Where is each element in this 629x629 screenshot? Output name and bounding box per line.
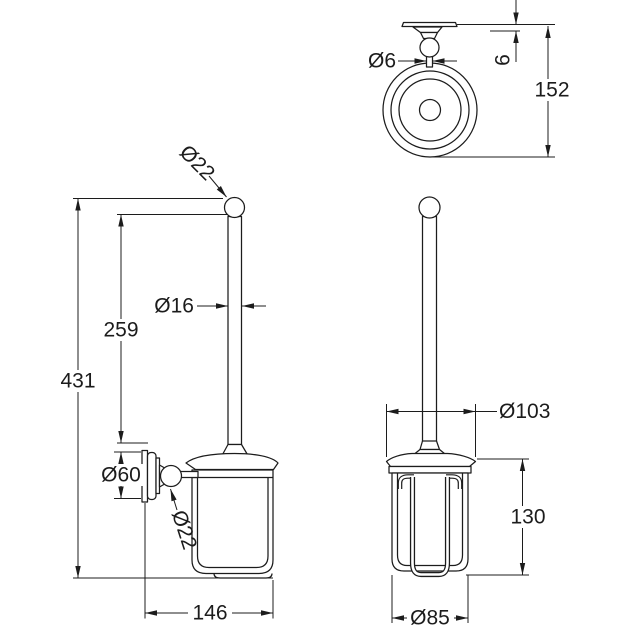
dim-wall-projection: 152 bbox=[534, 79, 569, 102]
side-view bbox=[141, 196, 279, 579]
cup-inner-wall-front bbox=[396, 473, 464, 567]
wire-cage-front bbox=[397, 474, 463, 578]
mount-arm-side bbox=[179, 470, 199, 479]
ball-joint-side bbox=[159, 464, 183, 488]
top-view bbox=[382, 21, 478, 158]
handle-knob-front bbox=[418, 196, 441, 219]
cup-front bbox=[391, 472, 469, 572]
ball-joint-top-view bbox=[419, 37, 440, 58]
lid-side bbox=[185, 452, 279, 471]
wall-plate-top-view bbox=[401, 21, 458, 28]
dimensions: 431 259 Ø16 Ø22 Ø60 Ø22 146 Ø1 bbox=[57, 0, 573, 629]
wall-plate-cover bbox=[146, 451, 157, 501]
dim-rod-diameter: Ø16 bbox=[154, 295, 194, 318]
collar-front bbox=[388, 465, 472, 474]
front-view bbox=[385, 196, 477, 578]
dim-cup-diameter: Ø85 bbox=[410, 607, 450, 629]
mount-step-lower bbox=[419, 31, 439, 40]
dim-lid-diameter: Ø103 bbox=[499, 400, 550, 423]
rod-side bbox=[227, 215, 243, 446]
brush-knob-top-view bbox=[418, 98, 442, 122]
rod-front bbox=[421, 215, 438, 443]
rod-flare-front bbox=[419, 440, 441, 451]
handle-knob-side bbox=[223, 196, 246, 219]
dim-overall-height: 431 bbox=[60, 370, 95, 393]
cup-inner-wall-side bbox=[196, 478, 269, 569]
dim-depth-146: 146 bbox=[192, 602, 227, 625]
dim-cup-height: 130 bbox=[510, 506, 545, 529]
dim-plate-thickness: 6 bbox=[492, 54, 515, 66]
lid-front bbox=[385, 452, 477, 468]
dim-rod-height: 259 bbox=[103, 319, 138, 342]
stem bbox=[425, 55, 434, 68]
dim-stem-diameter: Ø6 bbox=[368, 50, 396, 73]
cup-side bbox=[191, 469, 274, 575]
dim-wall-plate-diameter: Ø60 bbox=[101, 464, 141, 487]
